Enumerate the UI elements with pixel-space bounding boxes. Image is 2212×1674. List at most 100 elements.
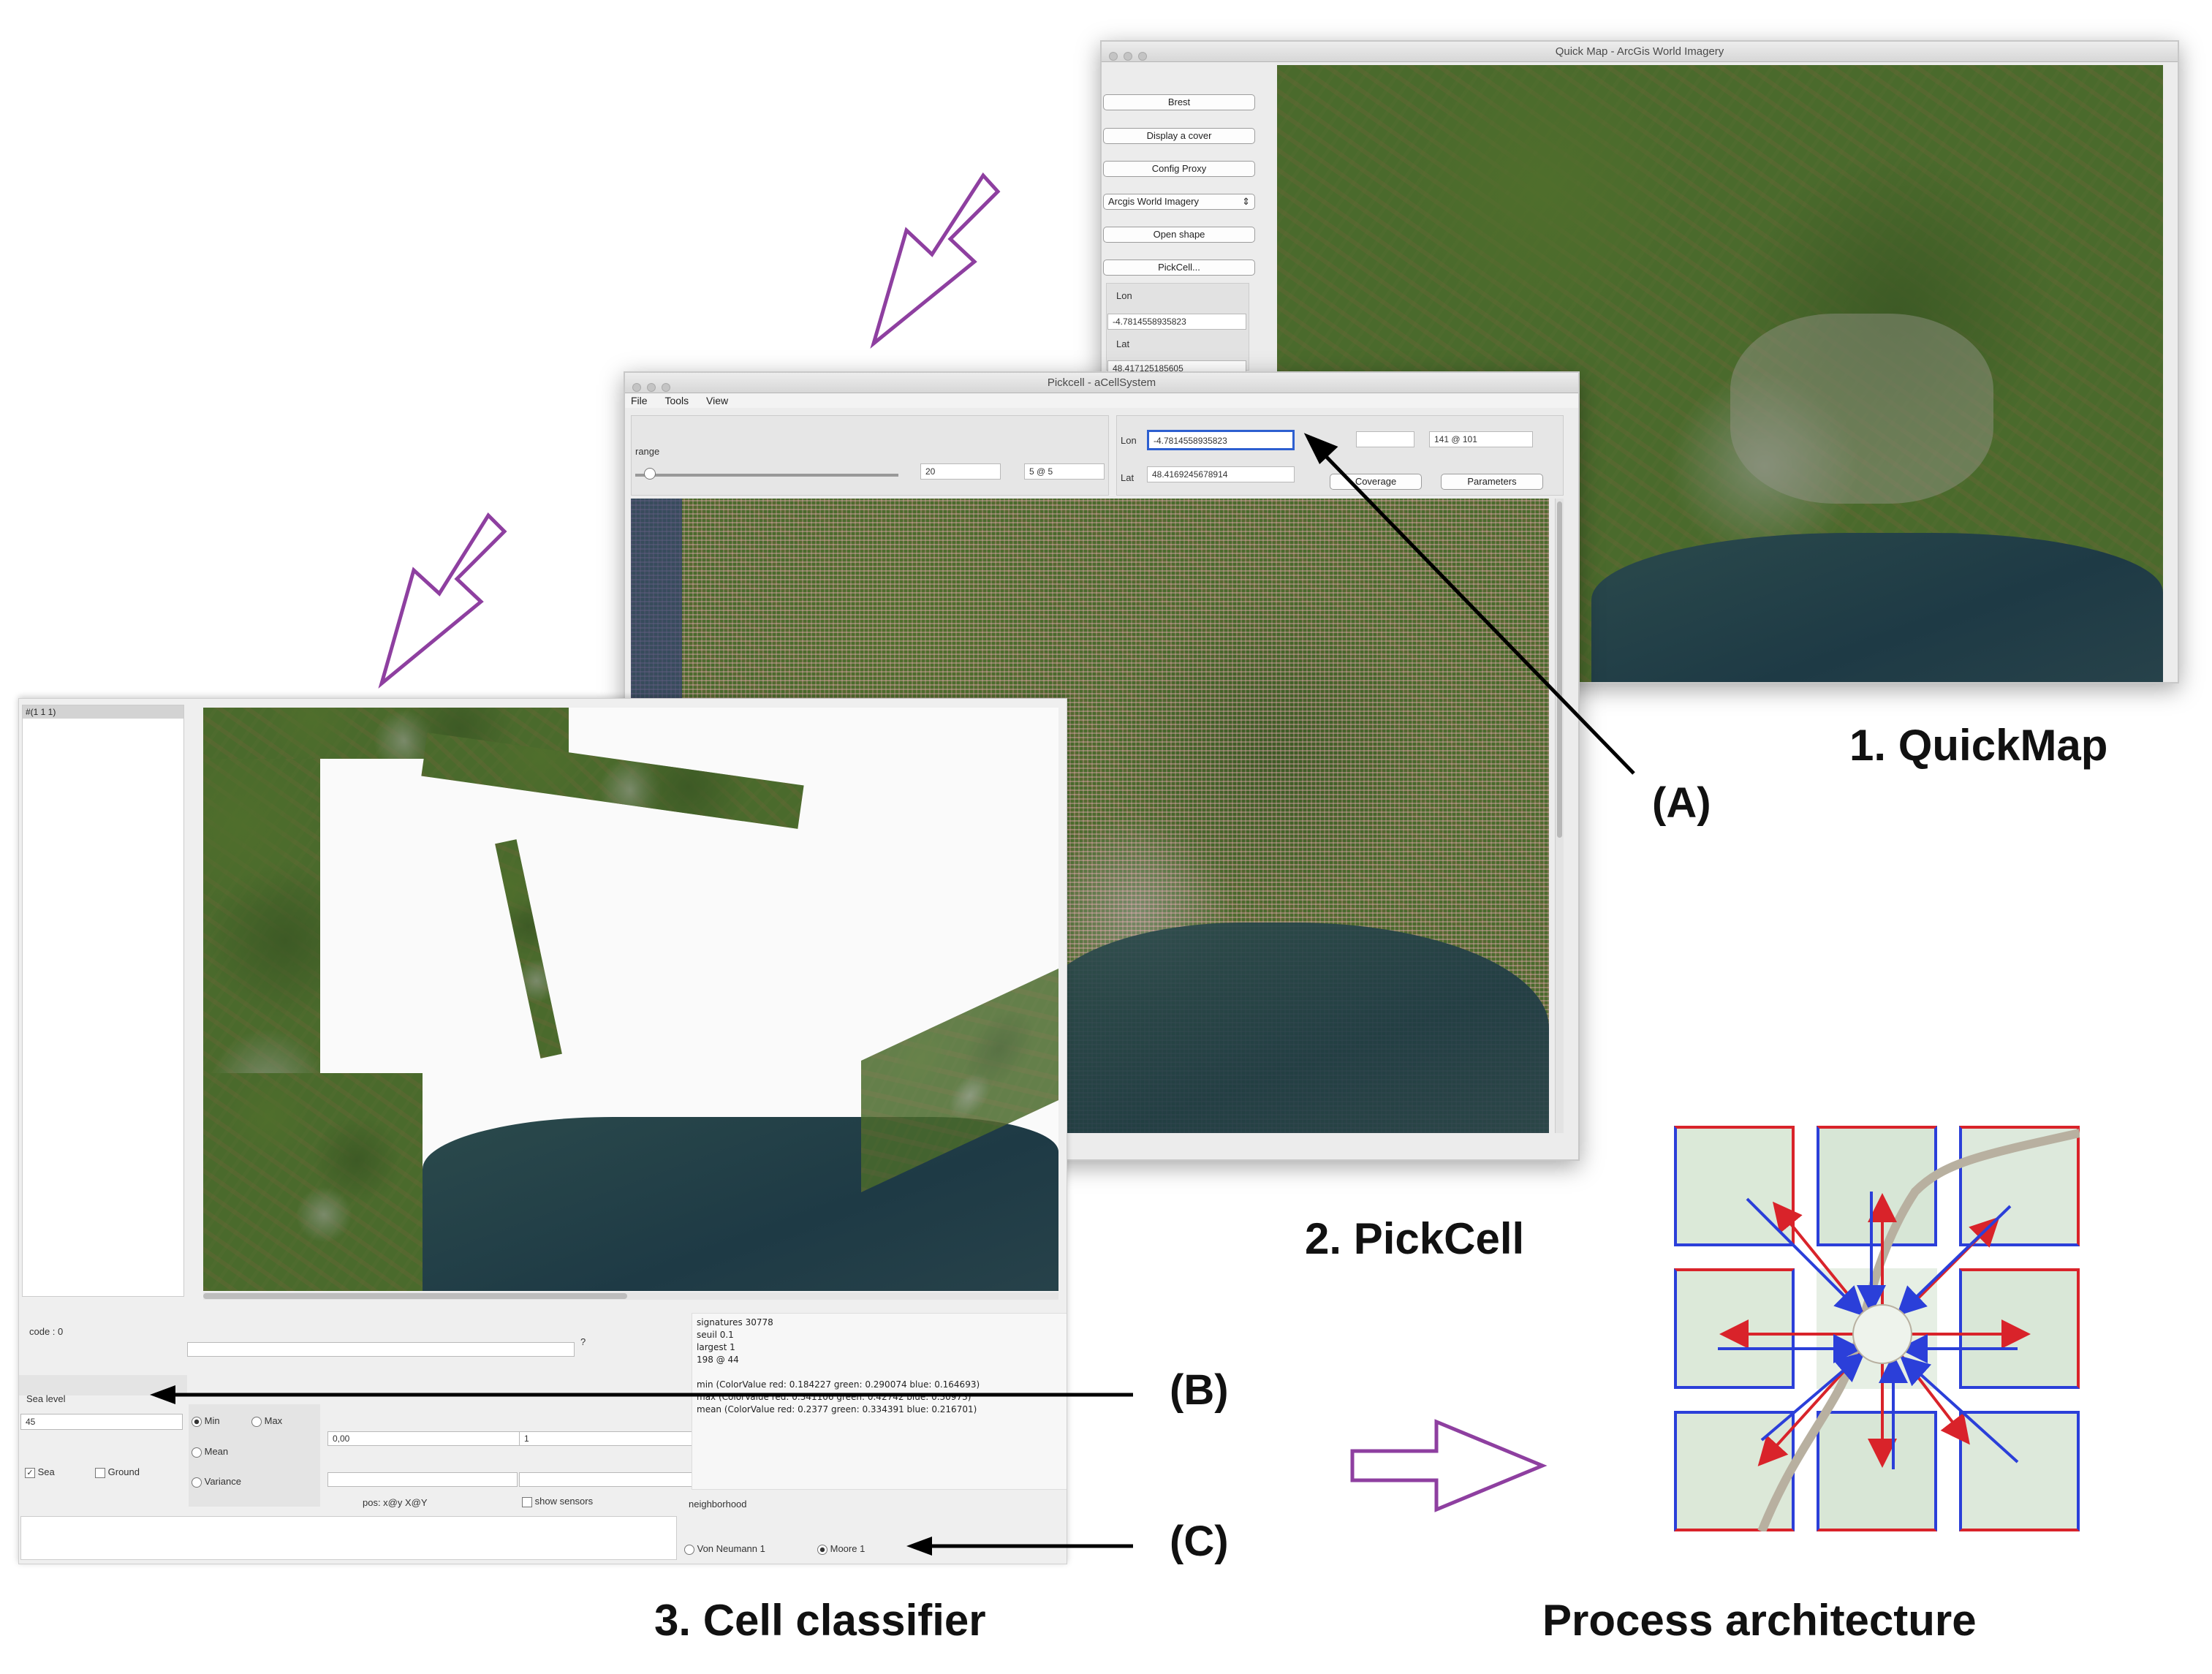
- moore-radio[interactable]: [817, 1544, 827, 1555]
- horizontal-scrollbar[interactable]: [203, 1292, 1058, 1300]
- threshold-field[interactable]: 0,00: [327, 1431, 525, 1446]
- info-line: largest 1: [697, 1342, 735, 1352]
- range-slider[interactable]: [635, 474, 898, 477]
- von-neumann-radio[interactable]: [684, 1544, 694, 1555]
- classifier-map-view[interactable]: [203, 708, 1058, 1291]
- arrow-c-head-icon: [906, 1537, 932, 1556]
- mean-label: Mean: [204, 1446, 229, 1457]
- show-sensors-option[interactable]: show sensors: [522, 1496, 593, 1507]
- variance-option[interactable]: Variance: [192, 1476, 241, 1488]
- moore-option[interactable]: Moore 1: [817, 1543, 865, 1555]
- ground-option[interactable]: Ground: [95, 1466, 140, 1478]
- max-radio[interactable]: [251, 1416, 262, 1427]
- lat-label: Lat: [1121, 472, 1135, 483]
- architecture-diagram: [1674, 1126, 2083, 1531]
- von-neumann-option[interactable]: Von Neumann 1: [684, 1543, 765, 1555]
- classifier-caption: 3. Cell classifier: [654, 1596, 986, 1645]
- annotation-a: (A): [1652, 779, 1711, 827]
- city-area: [1730, 314, 1993, 504]
- range-extra-field[interactable]: 5 @ 5: [1024, 463, 1105, 480]
- window-controls[interactable]: [632, 379, 676, 399]
- display-cover-button[interactable]: Display a cover: [1103, 128, 1255, 144]
- min-label: Min: [204, 1415, 220, 1426]
- list-item[interactable]: #(1 1 1): [23, 705, 183, 719]
- menu-file[interactable]: File: [631, 395, 648, 406]
- pickcell-button[interactable]: PickCell...: [1103, 260, 1255, 276]
- sea-label: Sea: [37, 1466, 55, 1477]
- help-mark[interactable]: ?: [580, 1336, 586, 1347]
- lon-field[interactable]: -4.7814558935823: [1107, 314, 1246, 330]
- lon-label: Lon: [1116, 290, 1132, 301]
- pos-field[interactable]: 141 @ 101: [1429, 431, 1533, 447]
- scrollbar-thumb[interactable]: [1557, 501, 1562, 838]
- incoming-arrows: [1718, 1192, 2019, 1469]
- pickcell-title: Pickcell - aCellSystem: [1047, 376, 1156, 389]
- exchange-arrows: [1718, 1129, 2080, 1531]
- tile-se: [1959, 1411, 2080, 1531]
- max-label: Max: [264, 1415, 283, 1426]
- menu-view[interactable]: View: [706, 395, 729, 406]
- signature-list[interactable]: #(1 1 1): [22, 705, 184, 1297]
- max-option[interactable]: Max: [251, 1415, 282, 1427]
- west-sea-strip: [631, 499, 682, 718]
- hollow-arrow-icon: [378, 512, 507, 689]
- sea-option[interactable]: ✓ Sea: [25, 1466, 55, 1478]
- annotation-b: (B): [1170, 1366, 1229, 1414]
- arrow-a-head-icon: [1303, 433, 1338, 464]
- min-radio[interactable]: [192, 1416, 202, 1427]
- parameters-button[interactable]: Parameters: [1441, 474, 1543, 490]
- range-field[interactable]: 20: [920, 463, 1001, 480]
- mean-radio[interactable]: [192, 1447, 202, 1458]
- classifier-window: #(1 1 1) code : 0 ? Sea level 45 Min Max…: [18, 698, 1067, 1564]
- mean-option[interactable]: Mean: [192, 1446, 228, 1458]
- sea-checkbox[interactable]: ✓: [25, 1467, 35, 1478]
- config-proxy-button[interactable]: Config Proxy: [1103, 161, 1255, 177]
- sea-level-field[interactable]: 45: [20, 1414, 183, 1430]
- vertical-scrollbar[interactable]: [1555, 499, 1564, 1133]
- quickmap-title: Quick Map - ArcGis World Imagery: [1555, 45, 1724, 58]
- variance-radio[interactable]: [192, 1477, 202, 1488]
- open-shape-button[interactable]: Open shape: [1103, 227, 1255, 243]
- ground-label: Ground: [107, 1466, 140, 1477]
- lon-field[interactable]: -4.7814558935823: [1147, 430, 1295, 450]
- info-line: seuil 0.1: [697, 1330, 734, 1340]
- scrollbar-thumb[interactable]: [203, 1293, 627, 1299]
- empty-field[interactable]: [1356, 431, 1414, 447]
- layer-select[interactable]: Arcgis World Imagery ⇕: [1103, 194, 1255, 210]
- code-field[interactable]: [187, 1342, 575, 1357]
- info-line: min (ColorValue red: 0.184227 green: 0.2…: [697, 1379, 980, 1390]
- quickmap-titlebar: Quick Map - ArcGis World Imagery: [1102, 42, 2178, 62]
- show-sensors-label: show sensors: [534, 1496, 594, 1507]
- hollow-arrow-icon: [1350, 1419, 1548, 1512]
- log-area[interactable]: [20, 1516, 677, 1560]
- ground-checkbox[interactable]: [95, 1467, 105, 1478]
- land-area-south: [203, 1073, 423, 1291]
- variance-label: Variance: [204, 1476, 241, 1487]
- pos-label: pos: x@y X@Y: [363, 1497, 428, 1508]
- brest-button[interactable]: Brest: [1103, 94, 1255, 110]
- lat-field[interactable]: 48.4169245678914: [1147, 466, 1295, 482]
- pickcell-titlebar: Pickcell - aCellSystem: [625, 373, 1578, 393]
- aux-field-left[interactable]: [327, 1472, 518, 1487]
- lon-label: Lon: [1121, 435, 1137, 446]
- tile-s: [1817, 1411, 1937, 1531]
- lat-label: Lat: [1116, 338, 1130, 349]
- info-line: mean (ColorValue red: 0.2377 green: 0.33…: [697, 1404, 977, 1414]
- von-neumann-label: Von Neumann 1: [697, 1543, 765, 1554]
- arrow-b-head-icon: [150, 1385, 175, 1404]
- hollow-arrow-icon: [870, 172, 1001, 349]
- range-slider-knob[interactable]: [644, 468, 656, 480]
- info-line: 198 @ 44: [697, 1355, 739, 1365]
- river-line: [1757, 1129, 2080, 1531]
- annotation-c: (C): [1170, 1518, 1229, 1565]
- range-panel: [631, 415, 1109, 496]
- show-sensors-checkbox[interactable]: [522, 1496, 532, 1507]
- coverage-button[interactable]: Coverage: [1330, 474, 1422, 490]
- window-controls[interactable]: [1109, 48, 1153, 68]
- range-label: range: [635, 446, 660, 457]
- menu-tools[interactable]: Tools: [664, 395, 689, 406]
- arrow-a-line: [1314, 444, 1635, 775]
- min-option[interactable]: Min: [192, 1415, 220, 1427]
- sea-area: [1591, 533, 2163, 682]
